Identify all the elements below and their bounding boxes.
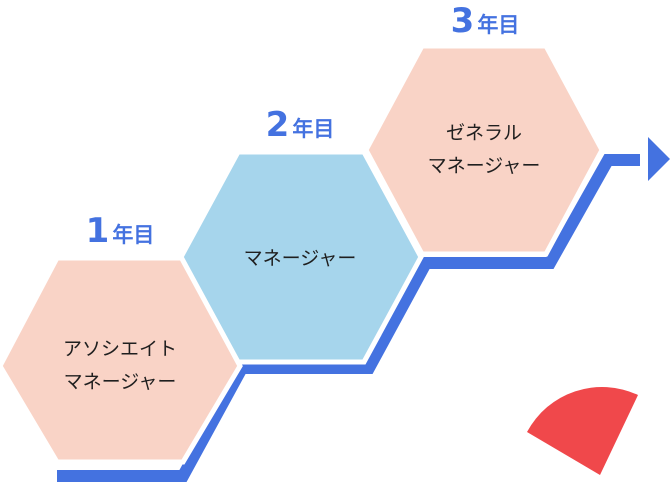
- year-suffix: 年目: [292, 117, 335, 141]
- year-label-2: 2 年目: [266, 108, 335, 142]
- year-number: 1: [85, 211, 110, 251]
- staircase-path: [57, 154, 640, 482]
- title-line-1: アソシエイト: [62, 338, 178, 360]
- year-label-1: 1 年目: [86, 214, 155, 248]
- hexagon-step-3: [363, 43, 605, 257]
- hexagon-2-title: マネージャー: [244, 243, 357, 276]
- year-number: 2: [265, 105, 290, 145]
- year-suffix: 年目: [477, 13, 520, 37]
- year-number: 3: [450, 1, 475, 41]
- hexagon-1-title: アソシエイト マネージャー: [63, 333, 177, 399]
- title-line-2: マネージャー: [63, 371, 177, 393]
- arrow-right-icon: [648, 137, 670, 181]
- hexagon-3-title: ゼネラル マネージャー: [428, 117, 541, 183]
- title-line-1: ゼネラル: [445, 122, 523, 144]
- title-line-1: マネージャー: [243, 247, 357, 270]
- year-suffix: 年目: [112, 223, 155, 247]
- title-line-2: マネージャー: [427, 155, 541, 177]
- red-quarter-circle: [527, 387, 638, 475]
- hexagon-step-2: [178, 149, 424, 365]
- year-label-3: 3 年目: [451, 4, 520, 38]
